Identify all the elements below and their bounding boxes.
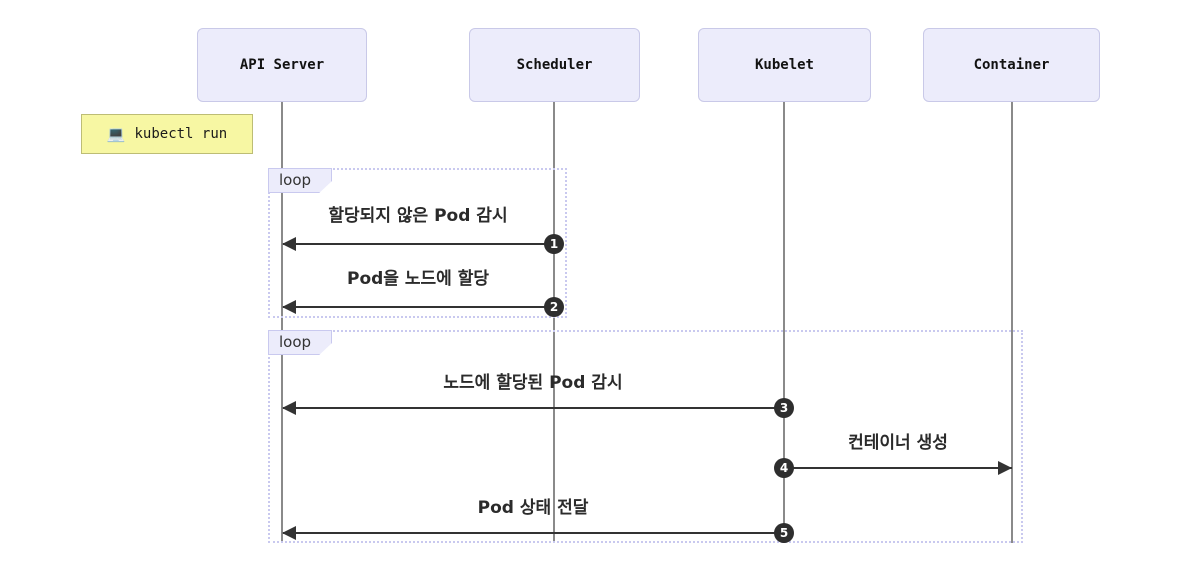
message-5-arrowhead (282, 526, 296, 540)
message-2-label: Pod을 노드에 할당 (347, 269, 489, 289)
actor-box-kubelet: Kubelet (698, 28, 871, 102)
lifeline-kubelet (783, 102, 785, 543)
message-4-badge: 4 (774, 458, 794, 478)
actor-label: Container (973, 57, 1050, 73)
message-1-arrow (283, 243, 554, 245)
message-5-badge: 5 (774, 523, 794, 543)
actor-label: Scheduler (516, 57, 593, 73)
message-2-arrowhead (282, 300, 296, 314)
lifeline-container (1011, 102, 1013, 543)
actor-label: API Server (239, 57, 325, 73)
lifeline-scheduler (553, 102, 555, 543)
message-3-arrowhead (282, 401, 296, 415)
note-label: kubectl run (134, 126, 228, 142)
loop-frame-1 (268, 168, 567, 318)
note-kubectl-run: 💻 kubectl run (81, 114, 253, 154)
message-4-arrow (784, 467, 1012, 469)
message-3-arrow (283, 407, 784, 409)
message-3-badge: 3 (774, 398, 794, 418)
message-4-label: 컨테이너 생성 (848, 433, 948, 453)
actor-box-scheduler: Scheduler (469, 28, 640, 102)
message-2-arrow (283, 306, 554, 308)
message-3-label: 노드에 할당된 Pod 감시 (443, 373, 623, 393)
message-1-arrowhead (282, 237, 296, 251)
actor-box-api-server: API Server (197, 28, 367, 102)
actor-box-container: Container (923, 28, 1100, 102)
laptop-icon: 💻 (106, 124, 126, 143)
loop-label-1: loop (268, 168, 332, 193)
loop-frame-2 (268, 330, 1023, 543)
message-2-badge: 2 (544, 297, 564, 317)
message-1-label: 할당되지 않은 Pod 감시 (328, 206, 508, 226)
message-5-label: Pod 상태 전달 (477, 498, 589, 518)
actor-label: Kubelet (754, 57, 814, 73)
message-4-arrowhead (998, 461, 1012, 475)
message-5-arrow (283, 532, 784, 534)
lifeline-api-server (281, 102, 283, 543)
loop-label-2: loop (268, 330, 332, 355)
message-1-badge: 1 (544, 234, 564, 254)
